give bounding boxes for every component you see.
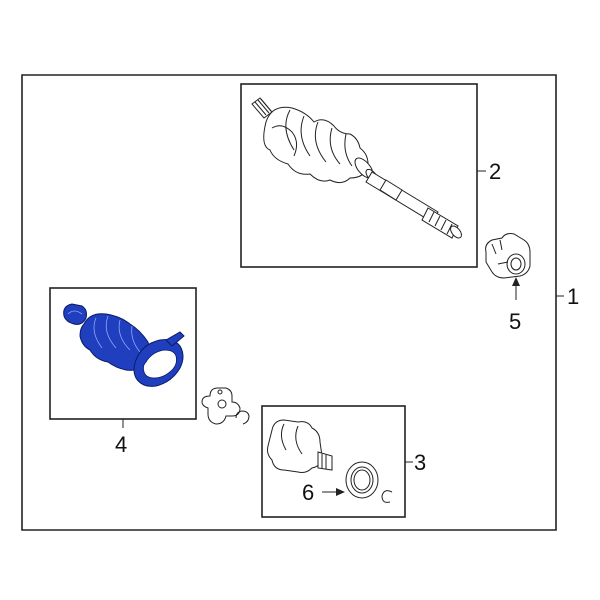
main-frame [21, 74, 564, 531]
seal-part-drawing [345, 461, 379, 499]
callout-4: 4 [115, 432, 127, 457]
snap-ring-drawing [235, 410, 250, 425]
shaft-assembly-box [240, 83, 486, 268]
callout-5: 5 [509, 309, 521, 334]
inner-joint-box [261, 405, 413, 518]
inner-joint-drawing [267, 419, 333, 473]
callout-6-arrow [322, 488, 345, 496]
callout-6: 6 [302, 480, 314, 505]
retaining-clip-drawing [381, 490, 393, 503]
callout-1: 1 [567, 284, 579, 309]
axle-shaft-drawing [251, 97, 462, 239]
boot-kit-highlight-drawing [63, 303, 185, 387]
tripod-joint-drawing [201, 387, 241, 425]
nut-part-drawing [485, 233, 531, 279]
callout-5-arrow [512, 277, 520, 300]
callout-2: 2 [489, 159, 501, 184]
boot-kit-box [49, 287, 197, 428]
callout-3: 3 [414, 450, 426, 475]
